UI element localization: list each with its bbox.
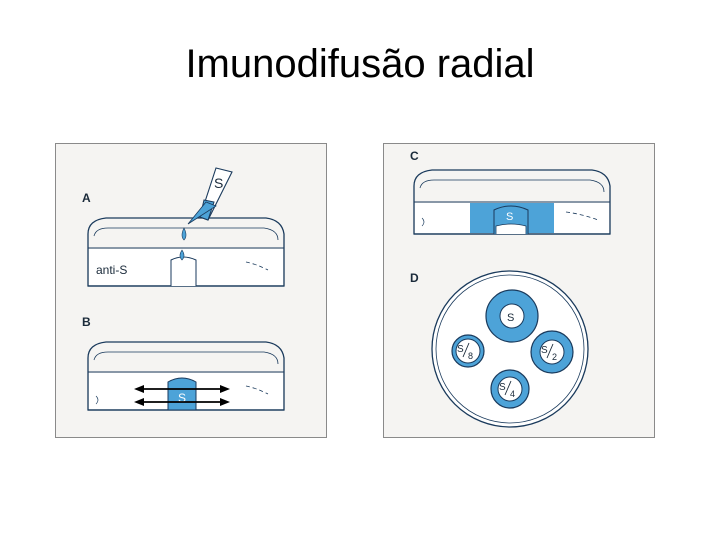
droplet [181,227,187,241]
panel-ab: A anti-S S B [55,143,327,438]
precipitin-ring-s: S [485,289,539,343]
antibody-label: anti-S [96,263,127,277]
ring-s2-den: 2 [552,352,557,362]
panel-label-c: C [410,149,419,163]
well-c-label: S [506,211,513,223]
pipette-label: S [214,175,223,191]
pipette: S [187,167,233,225]
precipitin-ring-s4: S 4 [490,369,530,409]
petri-dish-top-view [431,270,589,428]
precipitin-ring-s2: S 2 [530,330,574,374]
slide-title: Imunodifusão radial [185,42,535,86]
ring-s8-den: 8 [468,351,473,361]
diagram-ab: A anti-S S B [82,167,285,411]
diffusion-arrows [134,385,230,406]
ring-s2-num: S [541,345,548,356]
petri-dish-a: anti-S [87,217,285,287]
well-b-label: S [178,391,186,405]
sample-well-b: S [167,377,197,411]
ring-s-label: S [507,312,514,324]
ring-s4-num: S [499,382,506,393]
petri-dish-c: S [413,169,611,235]
precipitin-ring-s8: S 8 [451,334,485,368]
panel-label-a: A [82,191,91,205]
droplet-in-well [179,249,185,261]
panel-cd: C S D S S 2 [383,143,655,438]
panel-label-d: D [410,271,419,285]
panel-label-b: B [82,315,91,329]
ring-s8-num: S [457,344,464,355]
diagram-cd: C S D S S 2 [410,149,611,428]
ring-s4-den: 4 [510,389,515,399]
